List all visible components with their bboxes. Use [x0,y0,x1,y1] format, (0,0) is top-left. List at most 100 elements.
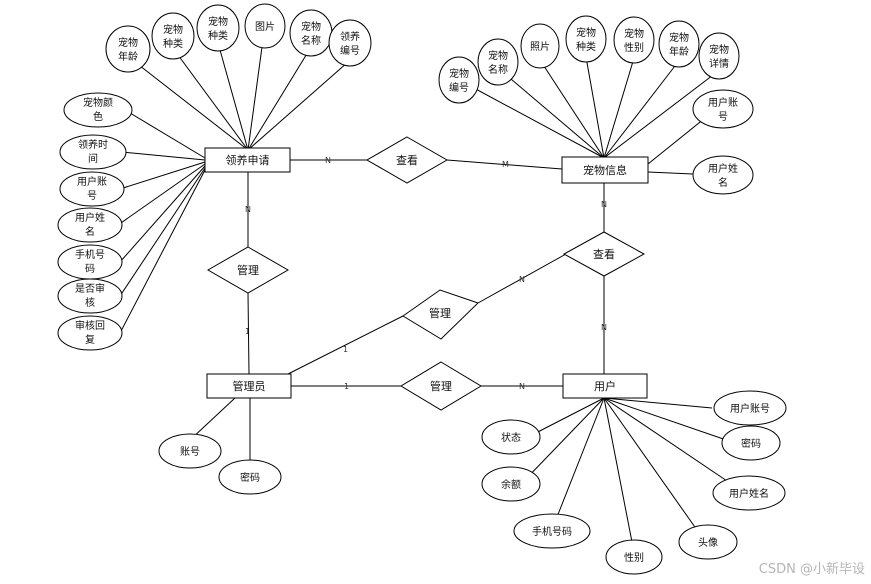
relationship-view-left: 查看 [365,136,449,184]
attr-app-pet-color: 宠物颜 色 [63,92,133,128]
attr-user-status: 状态 [481,419,541,455]
svg-text:种类: 种类 [576,40,596,53]
svg-text:状态: 状态 [501,431,521,444]
user-attr-lines [521,397,736,543]
attr-pet-user-account: 用户账 号 [692,89,754,129]
svg-text:号: 号 [87,190,97,202]
svg-text:用户姓名: 用户姓名 [729,487,769,500]
svg-text:种类: 种类 [208,29,228,42]
svg-text:性别: 性别 [624,41,644,54]
relationship-view-right: 查看 [562,231,646,277]
card-view-user-vertical: N [601,323,607,332]
svg-text:年龄: 年龄 [669,45,689,58]
entity-adoption-application: 领养申请 [204,147,291,173]
svg-text:宠物: 宠物 [576,26,596,39]
svg-text:照片: 照片 [530,40,550,53]
relationship-manage-bottom: 管理 [400,361,482,411]
attr-app-pet-type-1: 宠物 种类 [151,12,195,60]
entity-user: 用户 [562,373,648,399]
attr-app-pet-type-2: 宠物 种类 [196,4,240,52]
relationship-view-left-label: 查看 [396,153,418,167]
entity-admin: 管理员 [206,373,292,399]
entity-pet-info-label: 宠物信息 [583,163,627,177]
watermark: CSDN @小新毕设 [759,561,865,577]
attr-user-balance: 余额 [481,466,541,502]
card-app-view: N [325,156,331,165]
card-bottom-user: N [519,382,525,391]
svg-text:宠物: 宠物 [709,43,729,56]
svg-text:用户账: 用户账 [708,96,738,109]
svg-text:复: 复 [85,333,95,346]
card-admin-bottom: 1 [344,382,349,391]
application-top-attr-lines [134,46,349,151]
application-left-attr-lines [117,109,206,334]
svg-text:是否审: 是否审 [75,282,105,295]
svg-text:用户姓: 用户姓 [708,162,738,175]
attr-pet-photo: 照片 [520,23,560,69]
svg-text:用户姓: 用户姓 [75,211,105,224]
card-admin-center: 1 [343,345,348,354]
svg-text:领养时: 领养时 [78,138,108,151]
svg-text:码: 码 [85,263,95,275]
svg-text:图片: 图片 [255,20,275,33]
svg-text:头像: 头像 [698,537,718,549]
svg-text:名: 名 [85,225,95,238]
attr-app-user-name: 用户姓 名 [57,207,123,243]
attr-app-user-account: 用户账 号 [59,171,125,207]
svg-text:核: 核 [85,296,95,309]
attr-user-gender: 性别 [605,539,663,575]
attr-user-phone: 手机号码 [513,513,591,549]
card-manage-admin: 1 [245,327,250,336]
attr-pet-id: 宠物 编号 [438,56,480,104]
attr-pet-age: 宠物 年龄 [658,20,700,68]
svg-text:宠物: 宠物 [118,36,138,49]
svg-text:宠物: 宠物 [449,67,469,80]
cardinality-labels: N M N 1 1 N N N 1 N [245,156,607,391]
svg-text:宠物: 宠物 [669,31,689,44]
svg-text:宠物: 宠物 [624,27,644,40]
attr-admin-account: 账号 [158,433,222,469]
entity-admin-label: 管理员 [233,379,266,393]
attr-user-account: 用户账号 [713,390,787,426]
svg-text:审核回: 审核回 [75,319,105,332]
attr-app-review-reply: 审核回 复 [57,315,123,351]
svg-text:宠物: 宠物 [488,49,508,62]
attr-pet-details: 宠物 详情 [698,32,740,80]
attr-user-avatar: 头像 [678,524,738,560]
attr-app-image: 图片 [244,3,286,49]
svg-text:名: 名 [718,176,728,189]
svg-text:年龄: 年龄 [118,50,138,63]
relationship-view-right-label: 查看 [593,247,615,261]
svg-text:账号: 账号 [180,446,200,458]
attr-app-phone: 手机号 码 [57,244,123,280]
relationship-manage-left: 管理 [206,246,290,294]
attr-app-adoption-time: 领养时 间 [59,134,127,170]
attr-app-pet-name: 宠物 名称 [289,9,333,57]
svg-text:手机号码: 手机号码 [532,525,572,538]
svg-text:手机号: 手机号 [75,248,105,261]
svg-text:领养: 领养 [340,30,360,43]
entity-adoption-application-label: 领养申请 [226,153,270,167]
attr-pet-user-name: 用户姓 名 [692,155,754,195]
card-center-view: N [519,275,525,284]
attr-admin-password: 密码 [218,459,282,495]
svg-text:间: 间 [88,152,98,165]
relationship-manage-left-label: 管理 [237,263,259,277]
relationship-manage-bottom-label: 管理 [430,379,452,393]
card-view-pet-vertical: N [601,200,607,209]
svg-text:密码: 密码 [240,471,260,484]
svg-text:性别: 性别 [624,551,644,564]
svg-text:密码: 密码 [741,437,761,450]
relationship-manage-center-label: 管理 [429,306,451,320]
svg-text:用户账: 用户账 [77,175,107,188]
entity-pet-info: 宠物信息 [561,156,649,184]
svg-text:编号: 编号 [449,81,469,94]
svg-text:号: 号 [718,111,728,123]
relationship-manage-center: 管理 [402,289,479,340]
pet-top-attr-lines [458,56,718,159]
svg-text:余额: 余额 [501,478,521,491]
svg-text:编号: 编号 [340,44,360,57]
card-view-pet: M [502,160,509,169]
relationship-lines [247,159,605,387]
